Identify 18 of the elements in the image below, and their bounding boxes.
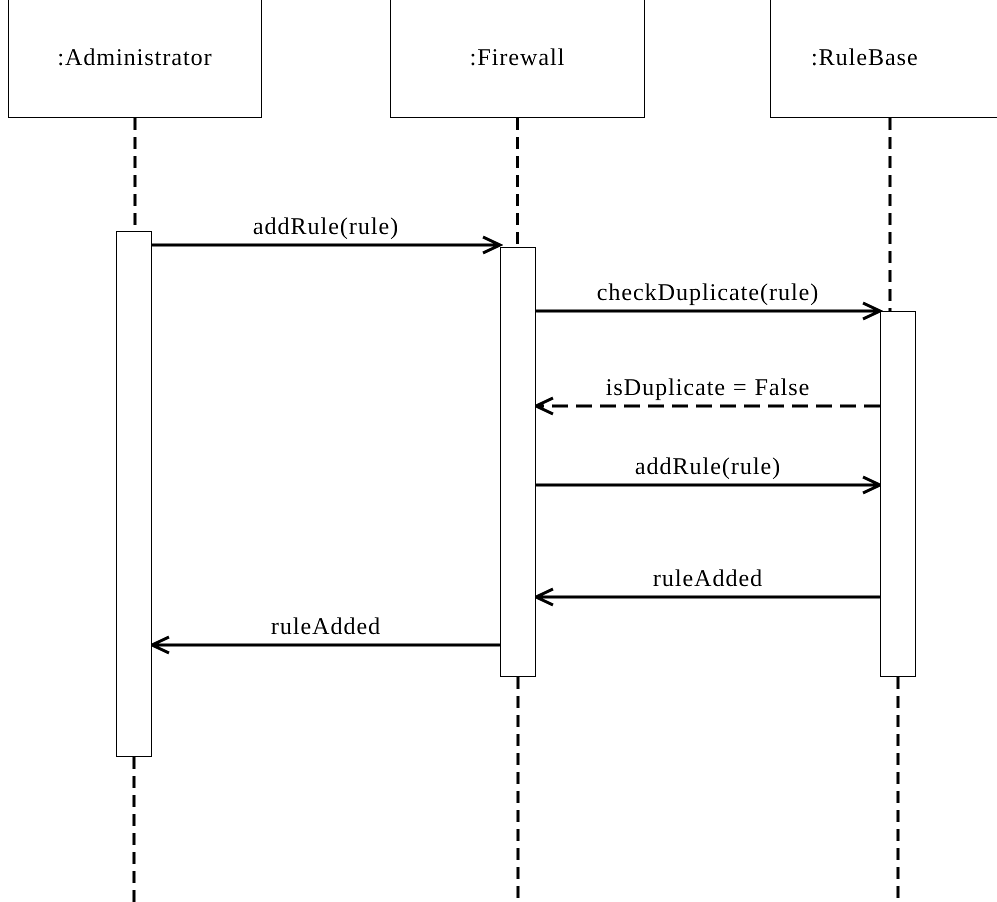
lifeline <box>516 118 519 247</box>
lifeline-head-box <box>8 0 262 118</box>
participant-name: :Administrator <box>57 44 213 72</box>
message-arrow <box>536 476 882 494</box>
lifeline <box>132 757 136 902</box>
lifeline <box>888 118 892 311</box>
activation-bar <box>116 231 152 757</box>
message-arrow <box>152 236 502 254</box>
activation-bar <box>880 311 916 677</box>
participant-name: :Firewall <box>470 44 566 72</box>
message-arrow <box>534 588 880 606</box>
message-arrow <box>536 302 882 320</box>
activation-bar <box>500 247 536 677</box>
lifeline-head-box <box>770 0 997 118</box>
return-message-arrow <box>534 396 880 416</box>
message-arrow <box>150 636 500 654</box>
participant-name: :RuleBase <box>811 44 919 72</box>
lifeline-head-box <box>390 0 645 118</box>
